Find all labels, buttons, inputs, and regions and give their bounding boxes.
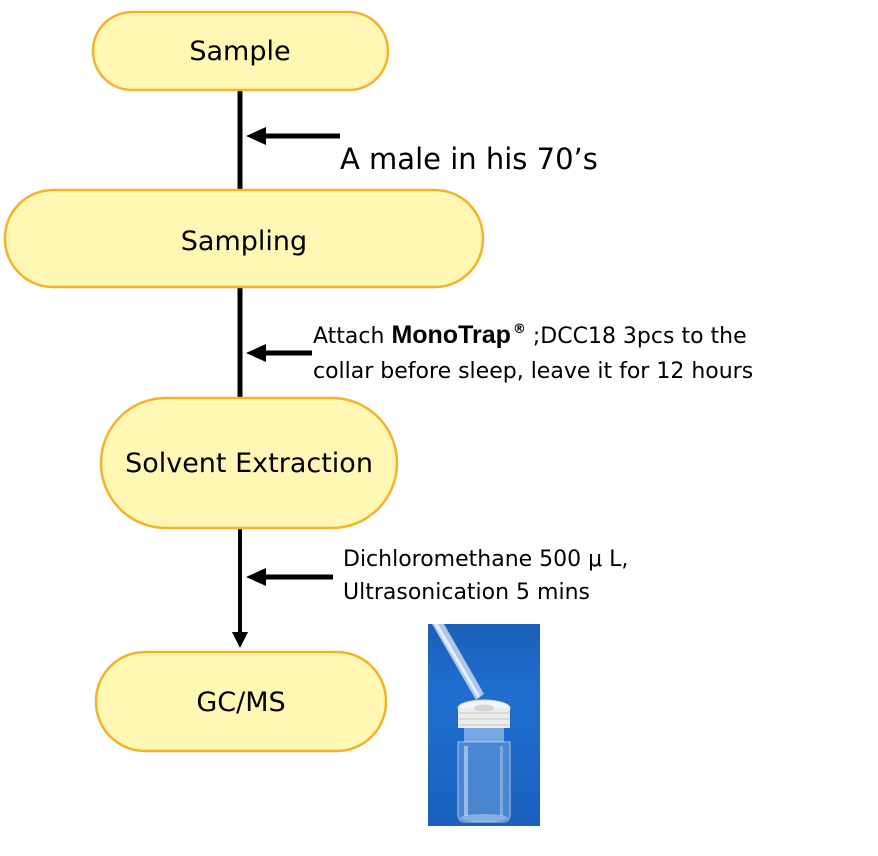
down-arrow-to-gcms xyxy=(232,632,248,648)
node-gcms: GC/MS xyxy=(94,650,388,753)
note-extraction-line-1: Dichloromethane 500 μ L, xyxy=(343,547,629,572)
registered-mark: ® xyxy=(512,322,526,337)
brand-name-monotrap: MonoTrap xyxy=(391,321,511,349)
note-sampling: Attach MonoTrap® ;DCC18 3pcs to the coll… xyxy=(313,312,753,389)
note-sampling-prefix: Attach xyxy=(313,324,392,349)
side-arrow-head-3 xyxy=(246,568,266,586)
note-extraction-line-2: Ultrasonication 5 mins xyxy=(343,580,590,605)
note-sampling-line-2: collar before sleep, leave it for 12 hou… xyxy=(313,359,754,384)
node-sample-label: Sample xyxy=(189,36,290,67)
node-gcms-label: GC/MS xyxy=(196,687,285,718)
note-subject: A male in his 70’s xyxy=(340,142,598,176)
vial-photo xyxy=(428,624,540,826)
node-sample: Sample xyxy=(91,10,390,92)
side-arrow-head-1 xyxy=(246,127,266,145)
note-extraction: Dichloromethane 500 μ L, Ultrasonication… xyxy=(343,543,628,609)
node-solvent-extraction-label: Solvent Extraction xyxy=(125,448,373,479)
note-sampling-line-1: Attach MonoTrap® ;DCC18 3pcs to the xyxy=(313,312,753,354)
node-sampling-label: Sampling xyxy=(181,226,307,257)
node-sampling: Sampling xyxy=(3,188,485,289)
side-arrow-head-2 xyxy=(246,344,266,362)
node-solvent-extraction: Solvent Extraction xyxy=(99,396,399,530)
vial-with-pipette-illustration xyxy=(432,624,511,823)
note-sampling-line-1-rest: ;DCC18 3pcs to the xyxy=(525,324,747,349)
